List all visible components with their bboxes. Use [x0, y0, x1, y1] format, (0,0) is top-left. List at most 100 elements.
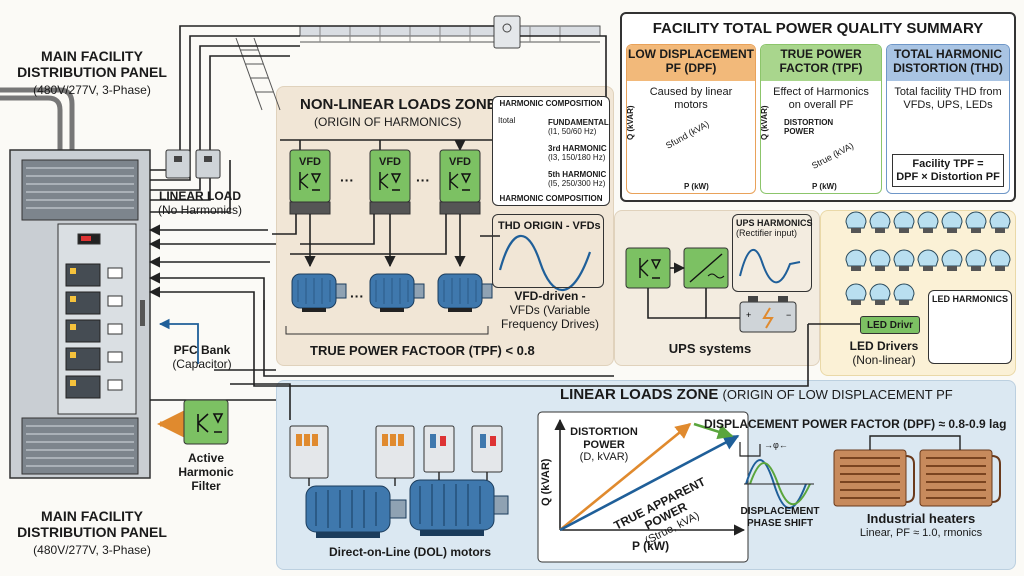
pfc-bank-title: PFC Bank [173, 343, 231, 357]
thd-formula-line2: DPF × Distortion PF [896, 170, 1000, 183]
harmonic-composition-box [492, 96, 610, 206]
tpf-title-line1: TRUE POWER [780, 47, 862, 61]
dol-motors [305, 472, 509, 538]
tpf-desc: Effect of Harmonics on overall PF [762, 86, 880, 111]
ups-harm-title: UPS HARMONICS [736, 218, 813, 228]
tpf-card-header: TRUE POWER FACTOR (TPF) [761, 45, 881, 81]
phase-line1: DISPLACEMENT [740, 506, 820, 517]
vfd-motors [285, 273, 493, 335]
led-caption-line1: LED Drivers [849, 339, 919, 353]
linear-y-axis-label: Q (kVAR) [540, 458, 552, 506]
dpf-zone-caption: DISPLACEMENT POWER FACTOR (DPF) ≈ 0.8-0.… [704, 417, 1007, 431]
ups-harm-sub: (Rectifier input) [736, 228, 798, 239]
phase-shift-waves [744, 459, 814, 509]
heater-sub: Linear, PF ≈ 1.0, rmonics [859, 526, 983, 539]
harmonic-box-title: HARMONIC COMPOSITION [499, 99, 603, 108]
tpf-dist-line1: DISTORTION [784, 118, 834, 127]
active-harmonic-filter-unit [183, 399, 229, 445]
ahf-line1: Active [187, 451, 225, 465]
third-label: 3rd HARMONIC [548, 144, 607, 153]
industrial-heaters-label: Industrial heaters Linear, PF ≈ 1.0, rmo… [836, 511, 1006, 540]
svg-text:+: + [746, 310, 751, 320]
harmonic-fifth: 5th HARMONIC (I5, 250/300 Hz) [548, 170, 606, 188]
ups-harmonic-wave [739, 249, 801, 284]
main-panel-title-line2: DISTRIBUTION PANEL [17, 64, 167, 81]
linear-x-axis-label: P (kW) [632, 539, 670, 553]
linear-zone-phasor-chart [537, 411, 761, 563]
tpf-zone-caption: TRUE POWER FACTOOR (TPF) < 0.8 [310, 343, 535, 358]
dpf-title-line2: PF (DPF) [665, 60, 717, 75]
dpf-card-header: LOW DISPLACEMENT PF (DPF) [627, 45, 755, 81]
linear-zone-title-rest: (ORIGIN OF LOW DISPLACEMENT PF [722, 387, 953, 402]
third-sub: (I3, 150/180 Hz) [548, 153, 606, 163]
panel-wiring [148, 25, 809, 420]
fifth-label: 5th HARMONIC [548, 170, 607, 179]
heater-title: Industrial heaters [866, 511, 976, 526]
thd-card-header: TOTAL HARMONIC DISTORTION (THD) [887, 45, 1009, 81]
ups-harmonics-box [732, 214, 812, 292]
linear-load-label: LINEAR LOAD (No Harmonics) [150, 189, 250, 218]
thd-desc-line2: VFDs, UPS, LEDs [903, 98, 993, 111]
nonlinear-zone-subtitle: (ORIGIN OF HARMONICS) [314, 115, 462, 129]
harmonic-total-label: Itotal [498, 116, 516, 125]
main-panel-title-bottom-line1: MAIN FACILITY [41, 508, 143, 524]
harmonic-box-footer: HARMONIC COMPOSITION [499, 194, 603, 203]
pfc-arrow [158, 318, 199, 364]
phi-label: →φ← [764, 440, 788, 450]
thd-desc: Total facility THD from VFDs, UPS, LEDs [888, 86, 1008, 111]
dol-motors-caption: Direct-on-Line (DOL) motors [329, 545, 491, 559]
tpf-distortion-label: DISTORTION POWER [784, 118, 833, 136]
led-caption-line2: (Non-linear) [852, 352, 916, 367]
dist-line1: DISTORTION [570, 426, 638, 438]
pfc-bank-sub: (Capacitor) [172, 356, 232, 371]
ups-harmonics-label: UPS HARMONICS (Rectifier input) [736, 218, 813, 239]
thd-formula-line1: Facility TPF = [912, 158, 984, 170]
main-panel-title-top: MAIN FACILITY DISTRIBUTION PANEL [14, 48, 170, 80]
vfd-driven-line3: Frequency Drives) [500, 316, 600, 331]
fundamental-sub: (I1, 50/60 Hz) [548, 127, 597, 137]
pfc-bank-label: PFC Bank (Capacitor) [154, 343, 250, 372]
active-harmonic-filter-label: Active Harmonic Filter [168, 451, 244, 493]
fifth-sub: (I5, 250/300 Hz) [548, 179, 606, 189]
distortion-power-label: DISTORTION POWER (D, kVAR) [562, 426, 646, 464]
linear-load-title: LINEAR LOAD [159, 189, 241, 203]
vfd-driven-caption: VFD-driven - VFDs (Variable Frequency Dr… [494, 289, 606, 331]
svg-text:−: − [786, 310, 791, 320]
phase-shift-label: DISPLACEMENT PHASE SHIFT [740, 506, 820, 529]
vfd-motor-wires [272, 214, 500, 268]
dist-line2: POWER [583, 438, 625, 451]
harmonic-third: 3rd HARMONIC (I3, 150/180 Hz) [548, 144, 607, 162]
panel-conduits [0, 87, 75, 152]
vfd-ellipsis-1: ··· [340, 172, 354, 188]
thd-origin-wave [498, 234, 592, 291]
thd-origin-box [492, 214, 604, 288]
dpf-x-axis-label: P (kW) [684, 182, 709, 191]
ahf-line2: Harmonic [178, 464, 234, 479]
industrial-heaters [833, 435, 1001, 507]
dist-line3: (D, kVAR) [579, 451, 629, 464]
harmonic-fundamental: FUNDAMENTAL (I1, 50/60 Hz) [548, 118, 609, 136]
vfd-ellipsis-2: ··· [416, 172, 430, 188]
dpf-y-axis-label: Q (kVAR) [626, 105, 635, 140]
linear-load-breakers [165, 149, 221, 179]
main-panel-title-line1: MAIN FACILITY [41, 48, 143, 64]
vfd-2-label: VFD [379, 156, 401, 168]
fundamental-label: FUNDAMENTAL [548, 118, 609, 127]
main-panel-title-bottom: MAIN FACILITY DISTRIBUTION PANEL [4, 508, 180, 540]
thd-desc-line1: Total facility THD from [894, 86, 1002, 98]
dpf-desc: Caused by linear motors [628, 86, 754, 111]
nonlinear-zone-title: NON-LINEAR LOADS ZONE [300, 96, 497, 113]
ups-caption: UPS systems [668, 341, 752, 356]
tpf-desc-line1: Effect of Harmonics [773, 86, 869, 98]
thd-title-line2: DISTORTION (THD) [893, 60, 1003, 75]
thd-title-line1: TOTAL HARMONIC [894, 47, 1002, 61]
motor-ellipsis: ··· [350, 288, 364, 304]
dpf-desc-line1: Caused by linear [649, 86, 733, 98]
led-drivers-caption: LED Drivers (Non-linear) [838, 339, 930, 368]
led-harmonics-box [928, 290, 1012, 364]
vfd-driven-line1: VFD-driven - [514, 289, 586, 303]
dpf-title-line1: LOW DISPLACEMENT [628, 47, 754, 61]
linear-load-sub: (No Harmonics) [157, 202, 242, 217]
vfd-units [289, 149, 481, 215]
